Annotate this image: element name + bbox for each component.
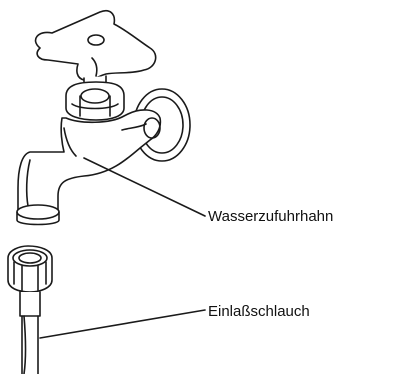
hose-label: Einlaßschlauch xyxy=(208,303,310,320)
faucet-leader-line xyxy=(83,157,206,217)
valve-body xyxy=(65,75,125,121)
inlet-hose xyxy=(19,291,41,374)
tap-handle xyxy=(34,9,157,82)
faucet-label: Wasserzufuhrhahn xyxy=(208,208,334,225)
hose-leader-line xyxy=(39,309,206,339)
faucet-spout xyxy=(16,109,162,226)
hose-coupling xyxy=(7,245,53,293)
